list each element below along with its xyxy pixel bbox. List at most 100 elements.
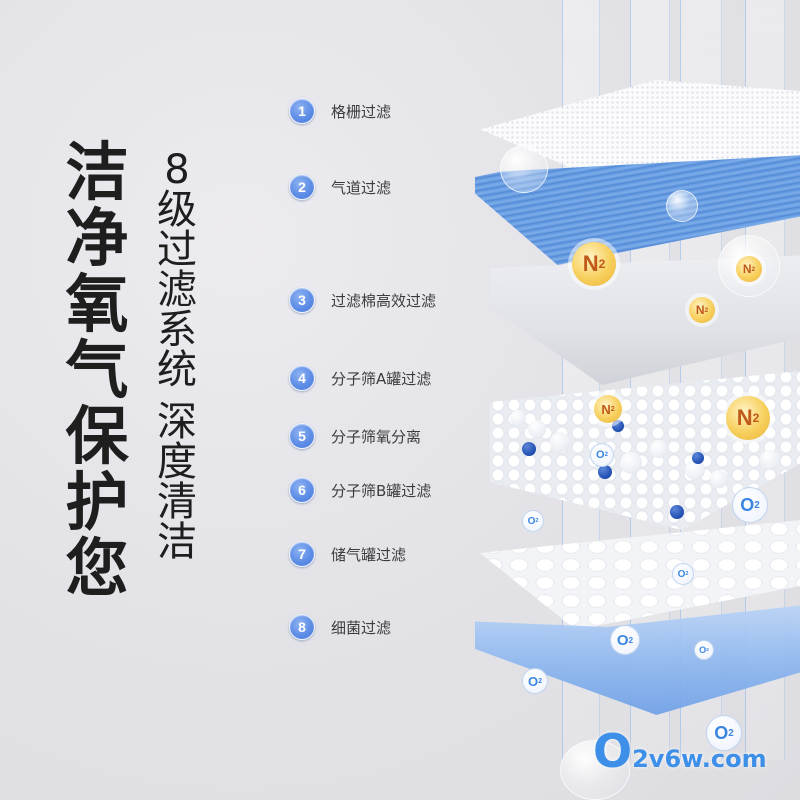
molecule-symbol: N <box>742 262 752 276</box>
filter-step-5: 5 分子筛氧分离 <box>289 422 421 450</box>
step-number-badge: 8 <box>289 614 315 640</box>
filter-step-6: 6 分子筛B罐过滤 <box>289 476 431 504</box>
molecule-symbol: N <box>582 251 599 276</box>
filter-step-2: 2 气道过滤 <box>289 173 391 201</box>
filter-step-4: 4 分子筛A罐过滤 <box>289 364 431 392</box>
watermark-prefix: O <box>593 724 633 778</box>
subheadline-char: 深 <box>157 399 197 445</box>
molecule-subscript: 2 <box>610 405 615 413</box>
subheadline-char: 滤 <box>157 267 197 313</box>
sieve-bead <box>685 460 705 480</box>
subheadline-char: 过 <box>157 227 197 273</box>
bubble <box>666 190 698 222</box>
watermark-suffix: 2v6w.com <box>632 745 767 773</box>
step-number-badge: 6 <box>289 477 315 503</box>
molecule-subscript: 2 <box>538 677 543 685</box>
sieve-bead <box>650 440 668 458</box>
sieve-bead <box>620 452 642 474</box>
headline-char: 洁 <box>65 136 129 209</box>
subheadline-char: 级 <box>157 187 197 233</box>
step-label: 分子筛A罐过滤 <box>331 369 432 388</box>
molecule-symbol: O <box>677 568 686 580</box>
molecule-subscript: 2 <box>628 635 634 645</box>
molecule-subscript: 2 <box>752 411 760 425</box>
subheadline-char: 洁 <box>157 519 197 565</box>
molecule-symbol: O <box>527 673 539 689</box>
bubble <box>500 145 548 193</box>
step-label: 气道过滤 <box>331 178 392 197</box>
sieve-bead <box>510 410 526 426</box>
sieve-bead <box>612 420 624 432</box>
sieve-bead <box>598 465 612 479</box>
subheadline-char: 清 <box>157 479 197 525</box>
headline-main: 洁 净 氧 气 保 护 您 <box>62 140 132 602</box>
molecule-subscript: 2 <box>604 452 608 458</box>
molecule-symbol: N <box>736 405 753 430</box>
subheadline-char: 度 <box>157 439 197 485</box>
molecule-symbol: O <box>699 645 707 655</box>
sieve-bead <box>670 505 684 519</box>
step-number-badge: 4 <box>289 365 315 391</box>
headline-char: 保 <box>65 400 129 473</box>
sieve-bead <box>522 442 536 456</box>
filter-step-3: 3 过滤棉高效过滤 <box>289 286 436 314</box>
molecule-subscript: 2 <box>706 647 709 653</box>
sieve-bead <box>550 432 570 452</box>
bubble <box>560 740 630 800</box>
filter-step-8: 8 细菌过滤 <box>289 613 391 641</box>
molecule-subscript: 2 <box>728 727 734 739</box>
headline-char: 气 <box>65 334 129 407</box>
molecule-symbol: O <box>527 515 536 527</box>
molecule-symbol: N <box>695 303 705 317</box>
step-label: 格栅过滤 <box>331 102 392 121</box>
step-number-badge: 5 <box>289 423 315 449</box>
headline-sub: 8 级 过 滤 系 统 深 度 清 洁 <box>154 150 200 562</box>
molecule-subscript: 2 <box>685 571 689 577</box>
molecule-symbol: N <box>601 401 611 417</box>
watermark: O 2v6w.com <box>593 728 767 774</box>
molecule-subscript: 2 <box>535 518 539 524</box>
headline-char: 氧 <box>65 268 129 341</box>
sieve-bead <box>710 470 728 488</box>
step-label: 分子筛B罐过滤 <box>331 481 432 500</box>
subheadline-char: 系 <box>157 307 197 353</box>
molecule-symbol: O <box>740 494 755 515</box>
sieve-bead <box>528 420 546 438</box>
molecule-symbol: O <box>616 631 629 649</box>
sieve-bead <box>760 450 780 470</box>
headline-char: 您 <box>65 532 129 605</box>
step-label: 细菌过滤 <box>331 618 392 637</box>
sieve-bead <box>692 452 704 464</box>
molecule-subscript: 2 <box>751 265 756 273</box>
step-number-badge: 3 <box>289 287 315 313</box>
step-number-badge: 2 <box>289 174 315 200</box>
step-label: 分子筛氧分离 <box>331 427 422 446</box>
step-number-badge: 1 <box>289 98 315 124</box>
step-label: 储气罐过滤 <box>331 545 407 564</box>
molecule-symbol: O <box>596 449 605 461</box>
molecule-subscript: 2 <box>754 499 760 511</box>
molecule-subscript: 2 <box>598 257 606 271</box>
subheadline-char: 8 <box>164 147 190 193</box>
headline-char: 护 <box>65 466 129 539</box>
step-number-badge: 7 <box>289 541 315 567</box>
molecule-subscript: 2 <box>704 306 709 314</box>
filter-step-7: 7 储气罐过滤 <box>289 540 406 568</box>
headline-char: 净 <box>65 202 129 275</box>
molecule-symbol: O <box>714 722 729 743</box>
step-label: 过滤棉高效过滤 <box>331 291 437 310</box>
